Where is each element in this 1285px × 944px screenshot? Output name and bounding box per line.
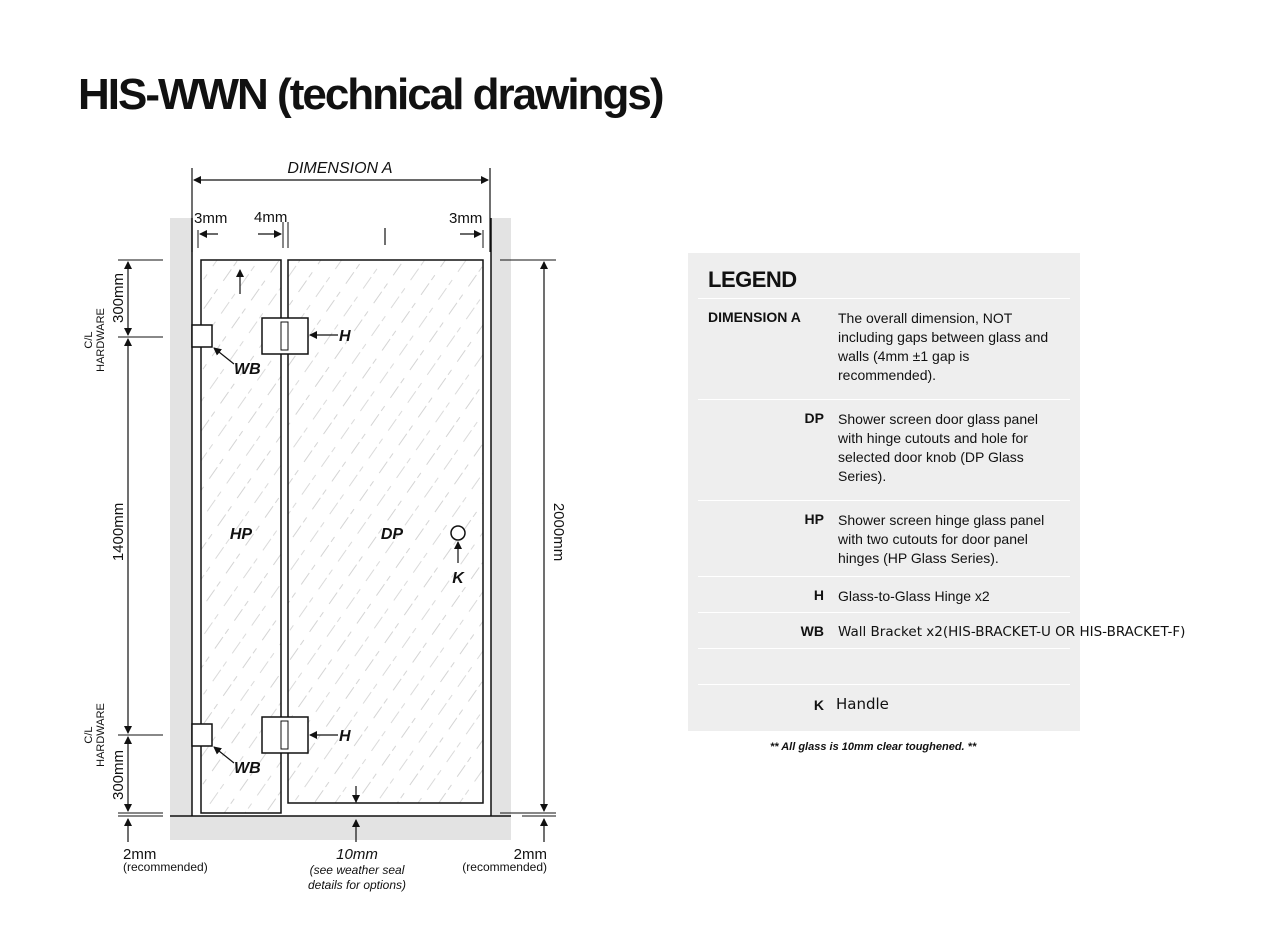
bottom-right-value: 2mm	[514, 846, 547, 863]
wall-bracket-top	[191, 324, 213, 348]
left-wall	[170, 218, 192, 816]
glass-note: ** All glass is 10mm clear toughened. **	[770, 741, 977, 753]
dim-2000-label: 2000mm	[550, 503, 567, 561]
legend-row-wb: WB Wall Bracket x2(HIS-BRACKET-U OR HIS-…	[698, 612, 1185, 649]
hardware-label-top: C/LHARDWARE	[83, 308, 107, 372]
page-title: HIS-WWN (technical drawings)	[78, 70, 664, 119]
hp-label: HP	[230, 526, 253, 543]
k-label: K	[452, 570, 465, 587]
legend-desc: Handle	[836, 695, 889, 713]
legend-row-hp: HP Shower screen hinge glass panel with …	[698, 500, 1070, 577]
legend-row-k: K Handle	[698, 684, 1070, 725]
legend-code: HP	[804, 511, 824, 527]
legend-code: K	[813, 697, 824, 713]
legend-panel: LEGEND DIMENSION A The overall dimension…	[688, 253, 1185, 731]
legend-row-h: H Glass-to-Glass Hinge x2	[698, 576, 1070, 613]
legend-code: DIMENSION A	[708, 309, 801, 325]
legend-desc: The overall dimension, NOT including gap…	[838, 310, 1049, 383]
bottom-mid-value: 10mm	[336, 846, 378, 863]
door-knob	[450, 525, 466, 541]
dimension-a-label: DIMENSION A	[287, 160, 392, 177]
legend-desc: Shower screen door glass panel with hing…	[838, 411, 1039, 484]
wall-bracket-bottom	[191, 723, 213, 747]
dim-1400-label: 1400mm	[110, 503, 127, 561]
legend-row-dp: DP Shower screen door glass panel with h…	[698, 399, 1070, 501]
gap-right-top-label: 3mm	[449, 210, 482, 227]
hinge-label-top: H	[339, 328, 351, 345]
bottom-left-value: 2mm	[123, 846, 156, 863]
hinge-bottom	[261, 716, 309, 754]
gap-left-top-label: 3mm	[194, 210, 227, 227]
hardware-label-bottom: C/LHARDWARE	[83, 703, 107, 767]
legend-code: H	[813, 587, 824, 603]
hinge-top	[261, 317, 309, 355]
bottom-mid-note1: (see weather seal	[310, 863, 405, 877]
dim-300-top-label: 300mm	[110, 273, 127, 323]
right-wall	[491, 218, 511, 816]
dim-300-bottom-label: 300mm	[110, 750, 127, 800]
wb-label-bottom: WB	[234, 760, 261, 777]
bottom-left-note: (recommended)	[123, 860, 208, 874]
legend-row-dimension-a: DIMENSION A The overall dimension, NOT i…	[698, 298, 1070, 400]
dp-label: DP	[381, 526, 404, 543]
legend-title: LEGEND	[708, 267, 797, 292]
hinge-label-bottom: H	[339, 728, 351, 745]
legend-row-empty	[698, 648, 1070, 685]
wb-label-top: WB	[234, 361, 261, 378]
legend-desc: Wall Bracket x2(HIS-BRACKET-U OR HIS-BRA…	[838, 624, 1186, 640]
bottom-right-note: (recommended)	[462, 860, 547, 874]
legend-desc: Glass-to-Glass Hinge x2	[838, 588, 990, 604]
legend-code: WB	[800, 623, 824, 639]
legend-code: DP	[804, 410, 824, 426]
legend-desc: Shower screen hinge glass panel with two…	[838, 512, 1045, 566]
floor	[170, 816, 511, 840]
bottom-mid-note2: details for options)	[308, 878, 406, 892]
gap-middle-label: 4mm	[254, 209, 287, 226]
